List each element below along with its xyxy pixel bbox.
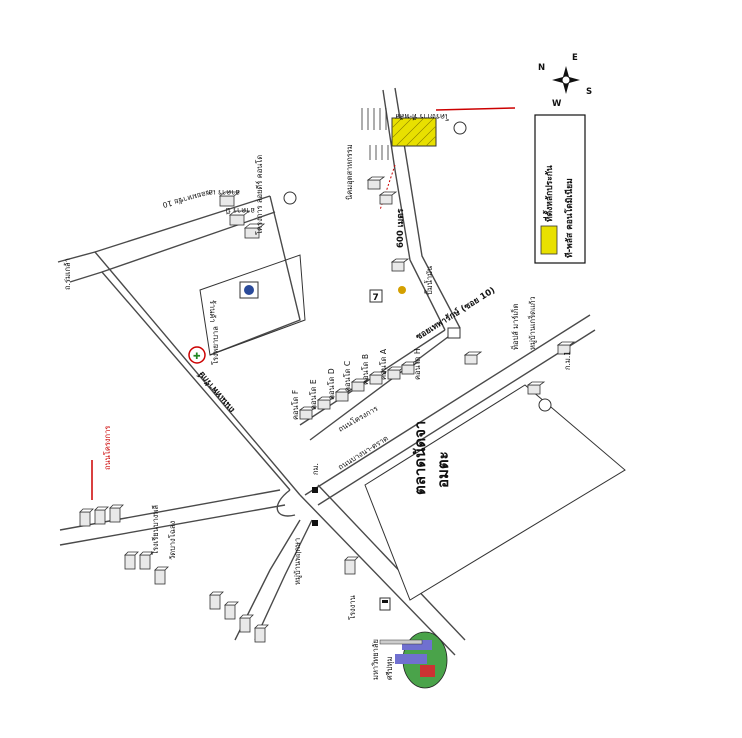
road-soi10-b — [101, 211, 276, 273]
label-university: มหาวิทยาลัย — [371, 639, 380, 680]
number-marker-3 — [538, 398, 552, 412]
legend-title: ที่ตั้งหลักประกัน — [542, 165, 555, 222]
compass-e: E — [572, 53, 578, 63]
road-to-site-a — [382, 89, 446, 331]
factory-icon — [379, 597, 391, 611]
label-building-a: อาคาร เอ — [209, 188, 240, 197]
lake-university — [379, 631, 448, 689]
label-bank: ร้านค้า — [208, 300, 217, 323]
red-boundary-line-top — [435, 107, 516, 111]
legend-box: ที่ตั้งหลักประกัน ที-พลัส คอนโดมิเนียม — [534, 114, 586, 264]
label-ramkhamhaeng: ถ.ร่มเกล้า — [63, 258, 72, 290]
compass-n: N — [538, 63, 545, 73]
label-condo-b: คอนโด B — [361, 354, 370, 385]
label-bottom-village: หมู่บ้านพฤกษา — [293, 538, 302, 585]
site-parcel — [391, 117, 437, 147]
label-soi10: ซอยมหาชัย 10 — [161, 188, 211, 210]
label-condo-h: คอนโด H — [413, 348, 422, 380]
svg-text:✚: ✚ — [193, 352, 201, 362]
compass-s: S — [586, 87, 592, 97]
number-marker-2 — [283, 191, 297, 205]
road-lower-left-b — [59, 504, 286, 546]
label-school: โรงเรียนบางพลี — [151, 505, 160, 555]
label-tops: ท็อปส์ มาร์เก็ต — [510, 304, 520, 350]
legend-swatch — [540, 225, 558, 255]
compass-rose: N E S W — [538, 53, 592, 109]
label-project-rose: โครงการ ลอยดีร์ คอนโด — [255, 155, 264, 235]
hospital-icon: ✚ — [188, 346, 206, 364]
road-network — [57, 87, 596, 656]
label-bangna-trad: ถนนบางนา-ตราด — [336, 434, 390, 472]
label-condo-road: ถนนโครงการ — [337, 404, 380, 434]
traffic-mark-b — [312, 520, 318, 526]
label-factory: โรงงาน — [348, 595, 357, 620]
label-hospital: โรงพยาบาล — [211, 326, 220, 365]
seven-eleven-icon: 7 — [369, 289, 383, 303]
road-loop — [276, 489, 296, 517]
label-condo-c: คอนโด C — [343, 361, 352, 392]
label-k1: ก.ม.1 — [563, 351, 572, 370]
label-temple: วัดบางโฉลง — [168, 521, 177, 560]
label-gas: ปั๊มน้ำมัน — [424, 266, 434, 295]
shop-icon — [447, 327, 461, 339]
number-marker-1 — [453, 121, 467, 135]
label-condo-f: คอนโด F — [291, 390, 300, 420]
label-building-b: อาคาร บี — [226, 206, 255, 215]
site-hatch — [391, 117, 437, 147]
building-rows-upper — [361, 108, 389, 160]
market-area — [364, 384, 626, 601]
road-bangna-trad-a — [304, 314, 591, 496]
site-label: โครงการ ที-พลัส — [395, 112, 449, 121]
bank-icon — [239, 281, 259, 299]
road-bangna-trad-b — [317, 329, 596, 506]
legend-subtitle: ที-พลัส คอนโดมิเนียม — [564, 178, 575, 258]
label-red-road: ถนนโครงการ — [103, 426, 112, 470]
label-distance: 600 เมตร — [396, 208, 406, 248]
road-theparak-lower-a — [299, 494, 456, 656]
gas-icon — [398, 286, 406, 294]
label-village: หมู่บ้านเกร็ดแก้ว — [527, 296, 537, 350]
road-soi10-a — [94, 195, 271, 253]
label-theparak: ถนนเทพารักษ์ — [196, 369, 237, 415]
road-theparak-lower-b — [317, 484, 466, 641]
label-condo-a: คอนโด A — [379, 348, 388, 380]
road-block-a — [209, 195, 301, 356]
buildings — [79, 176, 576, 643]
market-label-2: อมตะ — [434, 451, 452, 488]
road-down-b — [254, 519, 313, 641]
label-km: กม. — [311, 463, 320, 475]
traffic-mark-a — [312, 487, 318, 493]
road-connector-b — [309, 327, 461, 441]
label-university-2: ศรีปทุม — [385, 657, 394, 680]
compass-w: W — [552, 99, 562, 109]
city-block-upper — [199, 254, 306, 356]
label-condo-e: คอนโด E — [309, 379, 318, 410]
label-estate: นิคมอุตสาหกรรม — [345, 144, 354, 200]
label-condo-d: คอนโด D — [327, 368, 336, 400]
svg-text:7: 7 — [373, 293, 379, 303]
market-label: ตลาดนัดจา — [411, 421, 429, 495]
